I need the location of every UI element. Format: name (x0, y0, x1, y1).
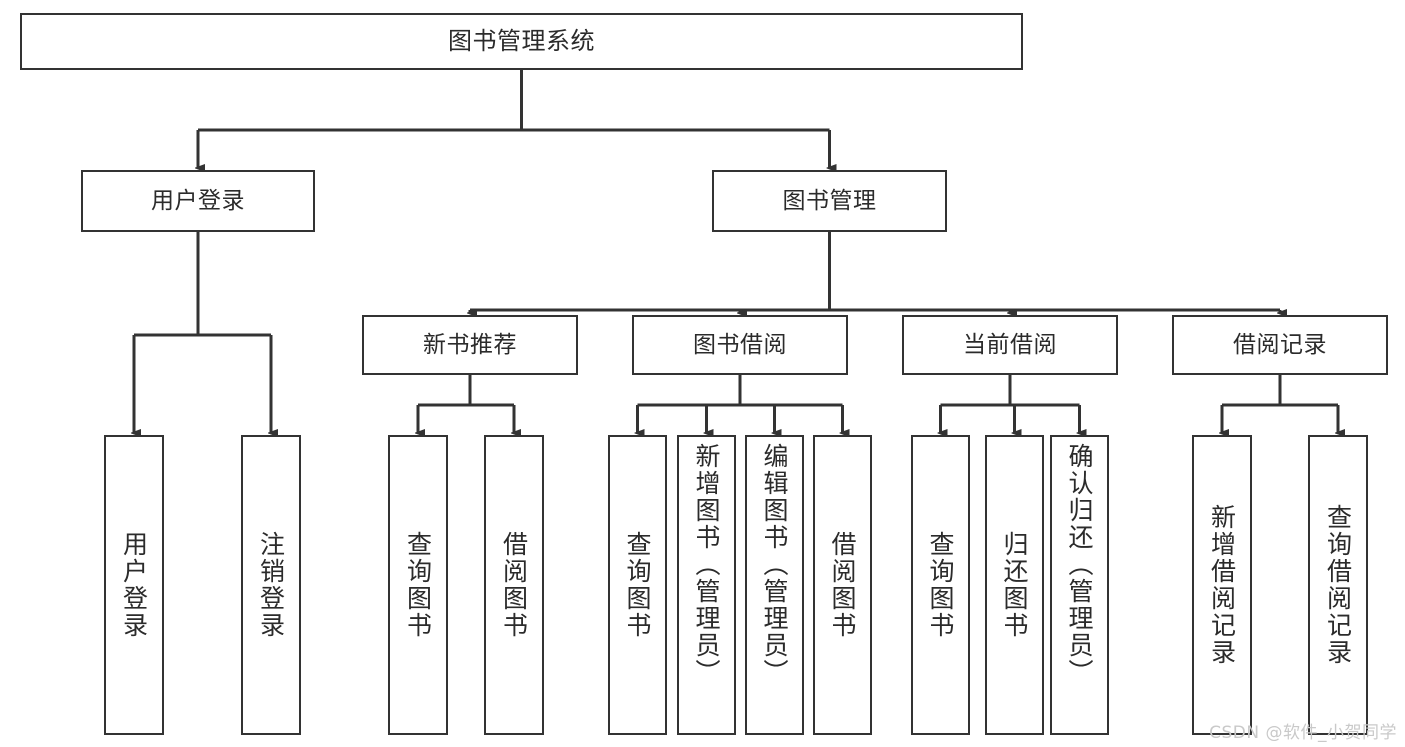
node-root[interactable]: 图书管理系统 (20, 13, 1023, 70)
node-leaf-edit-book-admin[interactable]: 编辑图书（管理员） (745, 435, 804, 735)
node-leaf-query-book-current-label: 查询图书 (926, 531, 955, 639)
node-leaf-query-book-borrow-label: 查询图书 (623, 531, 652, 639)
node-borrow-record-label: 借阅记录 (1233, 331, 1327, 358)
node-leaf-user-login[interactable]: 用户登录 (104, 435, 164, 735)
node-leaf-return-book-label: 归还图书 (1000, 531, 1029, 639)
node-leaf-query-book-rec-label: 查询图书 (403, 531, 433, 639)
node-new-book-rec[interactable]: 新书推荐 (362, 315, 578, 375)
node-leaf-add-borrow-record-label: 新增借阅记录 (1207, 504, 1237, 666)
node-book-borrow-label: 图书借阅 (693, 331, 787, 358)
watermark-text: CSDN @软件_小贺同学 (1209, 723, 1397, 743)
node-current-borrow-label: 当前借阅 (963, 331, 1057, 358)
node-root-label: 图书管理系统 (448, 26, 595, 55)
node-leaf-confirm-return-admin[interactable]: 确认归还（管理员） (1050, 435, 1109, 735)
node-leaf-query-book-rec[interactable]: 查询图书 (388, 435, 448, 735)
node-leaf-logout[interactable]: 注销登录 (241, 435, 301, 735)
node-leaf-borrow-book-rec-label: 借阅图书 (499, 531, 529, 639)
node-leaf-logout-label: 注销登录 (256, 531, 286, 639)
node-leaf-return-book[interactable]: 归还图书 (985, 435, 1044, 735)
node-leaf-query-book-borrow[interactable]: 查询图书 (608, 435, 667, 735)
node-book-manage[interactable]: 图书管理 (712, 170, 947, 232)
node-current-borrow[interactable]: 当前借阅 (902, 315, 1118, 375)
node-leaf-borrow-book[interactable]: 借阅图书 (813, 435, 872, 735)
node-leaf-query-book-current[interactable]: 查询图书 (911, 435, 970, 735)
node-leaf-add-book-admin[interactable]: 新增图书（管理员） (677, 435, 736, 735)
node-leaf-edit-book-admin-label: 编辑图书（管理员） (760, 443, 789, 686)
node-book-manage-label: 图书管理 (782, 187, 877, 214)
node-new-book-rec-label: 新书推荐 (423, 331, 517, 358)
node-user-login[interactable]: 用户登录 (81, 170, 315, 232)
node-leaf-query-borrow-record-label: 查询借阅记录 (1323, 504, 1353, 666)
node-book-borrow[interactable]: 图书借阅 (632, 315, 848, 375)
node-leaf-user-login-label: 用户登录 (119, 531, 149, 639)
node-borrow-record[interactable]: 借阅记录 (1172, 315, 1388, 375)
node-leaf-borrow-book-label: 借阅图书 (828, 531, 857, 639)
node-leaf-query-borrow-record[interactable]: 查询借阅记录 (1308, 435, 1368, 735)
node-leaf-add-book-admin-label: 新增图书（管理员） (692, 443, 721, 686)
node-user-login-label: 用户登录 (151, 187, 245, 214)
node-leaf-add-borrow-record[interactable]: 新增借阅记录 (1192, 435, 1252, 735)
node-leaf-confirm-return-admin-label: 确认归还（管理员） (1065, 443, 1094, 686)
node-leaf-borrow-book-rec[interactable]: 借阅图书 (484, 435, 544, 735)
